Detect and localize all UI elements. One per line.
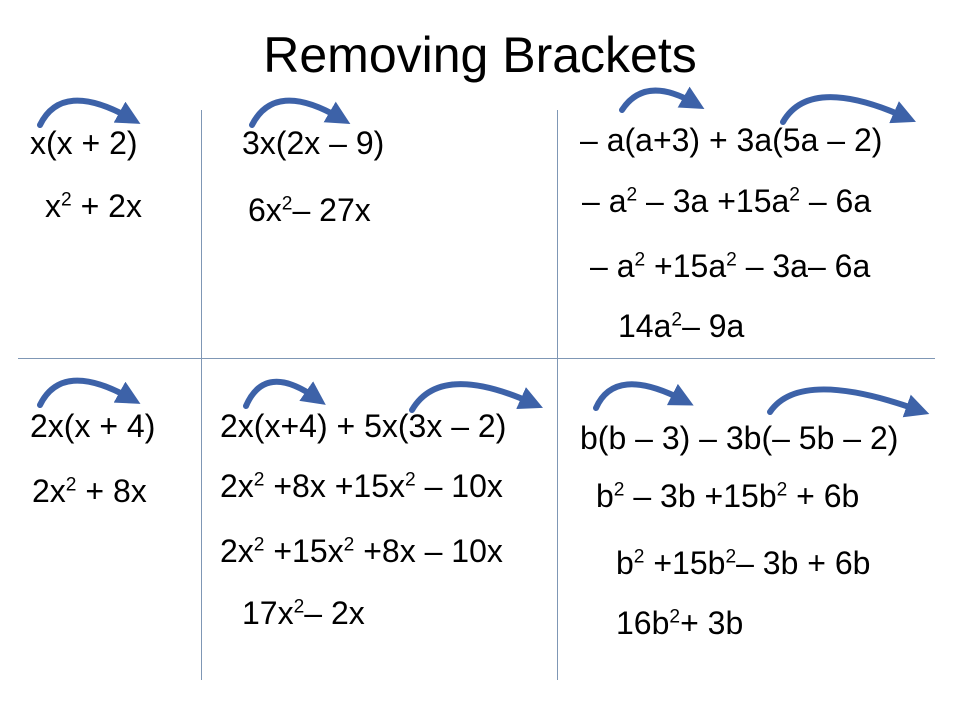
arrow-q5-first <box>243 379 326 409</box>
term: – a <box>582 183 627 219</box>
term: 6x <box>248 192 282 228</box>
q6-step2: b2 +15b2– 3b + 6b <box>616 547 870 579</box>
term: 17x <box>242 595 294 631</box>
exponent: 2 <box>669 606 681 628</box>
arrow-q5-second <box>409 381 543 413</box>
q6-answer: 16b2+ 3b <box>616 607 743 639</box>
term: +8x – 10x <box>354 533 503 569</box>
arrow-q1 <box>37 97 141 128</box>
exponent: 2 <box>726 249 737 271</box>
arrow-q2 <box>249 97 351 128</box>
exponent: 2 <box>671 309 683 331</box>
q2-answer: 6x2– 27x <box>248 194 371 226</box>
q3-problem: – a(a+3) + 3a(5a – 2) <box>580 122 883 158</box>
q4-problem: 2x(x + 4) <box>30 408 156 444</box>
q1-answer: x2 + 2x <box>45 190 142 222</box>
term: – 3b +15b <box>624 478 777 514</box>
divider-vertical-right <box>557 110 558 680</box>
term: – a <box>590 248 635 284</box>
term: b <box>596 478 614 514</box>
exponent: 2 <box>776 479 788 501</box>
arrow-q6-second <box>767 386 930 418</box>
exponent: 2 <box>281 193 293 215</box>
term: +15x <box>264 533 344 569</box>
term: + 6b <box>787 478 860 514</box>
arrow-q4 <box>37 377 141 408</box>
term: – 3b + 6b <box>736 545 871 581</box>
term: 2x <box>220 533 254 569</box>
q5-step1: 2x2 +8x +15x2 – 10x <box>220 470 503 502</box>
exponent: 2 <box>633 546 645 568</box>
q6-step1: b2 – 3b +15b2 + 6b <box>596 480 859 512</box>
q3-step1: – a2 – 3a +15a2 – 6a <box>582 185 871 217</box>
exponent: 2 <box>61 189 72 211</box>
q5-answer: 17x2– 2x <box>242 597 365 629</box>
q5-step2: 2x2 +15x2 +8x – 10x <box>220 535 503 567</box>
term: +15a <box>645 248 727 284</box>
exponent: 2 <box>253 469 265 491</box>
exponent: 2 <box>343 534 355 556</box>
exponent: 2 <box>613 479 625 501</box>
term: x <box>45 188 61 224</box>
slide-title: Removing Brackets <box>263 27 697 83</box>
exponent: 2 <box>405 469 416 491</box>
term: + 8x <box>76 473 147 509</box>
exponent: 2 <box>634 249 646 271</box>
term: – 27x <box>292 192 371 228</box>
divider-vertical-left <box>201 110 202 680</box>
exponent: 2 <box>293 596 305 618</box>
q2-problem: 3x(2x – 9) <box>242 125 385 161</box>
exponent: 2 <box>65 474 77 496</box>
term: 16b <box>616 605 670 641</box>
term: +15b <box>644 545 726 581</box>
q5-problem: 2x(x+4) + 5x(3x – 2) <box>220 408 507 444</box>
q3-step2: – a2 +15a2 – 3a– 6a <box>590 250 870 282</box>
term: 14a <box>618 308 672 344</box>
term: – 3a– 6a <box>736 248 871 284</box>
exponent: 2 <box>725 546 737 568</box>
term: – 2x <box>304 595 365 631</box>
term: – 9a <box>682 308 745 344</box>
q6-problem: b(b – 3) – 3b(– 5b – 2) <box>580 420 899 456</box>
term: – 3a +15a <box>637 183 790 219</box>
term: + 2x <box>71 188 142 224</box>
term: + 3b <box>680 605 744 641</box>
q1-problem: x(x + 2) <box>30 125 138 161</box>
exponent: 2 <box>626 184 638 206</box>
arrow-q6-first <box>593 381 694 411</box>
term: 2x <box>220 468 254 504</box>
term: – 10x <box>415 468 503 504</box>
arrow-q3-second <box>780 94 916 125</box>
term: b <box>616 545 634 581</box>
term: 2x <box>32 473 66 509</box>
arrow-q3-first <box>619 86 705 113</box>
q3-answer: 14a2– 9a <box>618 310 744 342</box>
term: – 6a <box>799 183 872 219</box>
divider-horizontal <box>18 358 935 359</box>
exponent: 2 <box>253 534 265 556</box>
q4-answer: 2x2 + 8x <box>32 475 147 507</box>
term: +8x +15x <box>264 468 406 504</box>
exponent: 2 <box>789 184 800 206</box>
